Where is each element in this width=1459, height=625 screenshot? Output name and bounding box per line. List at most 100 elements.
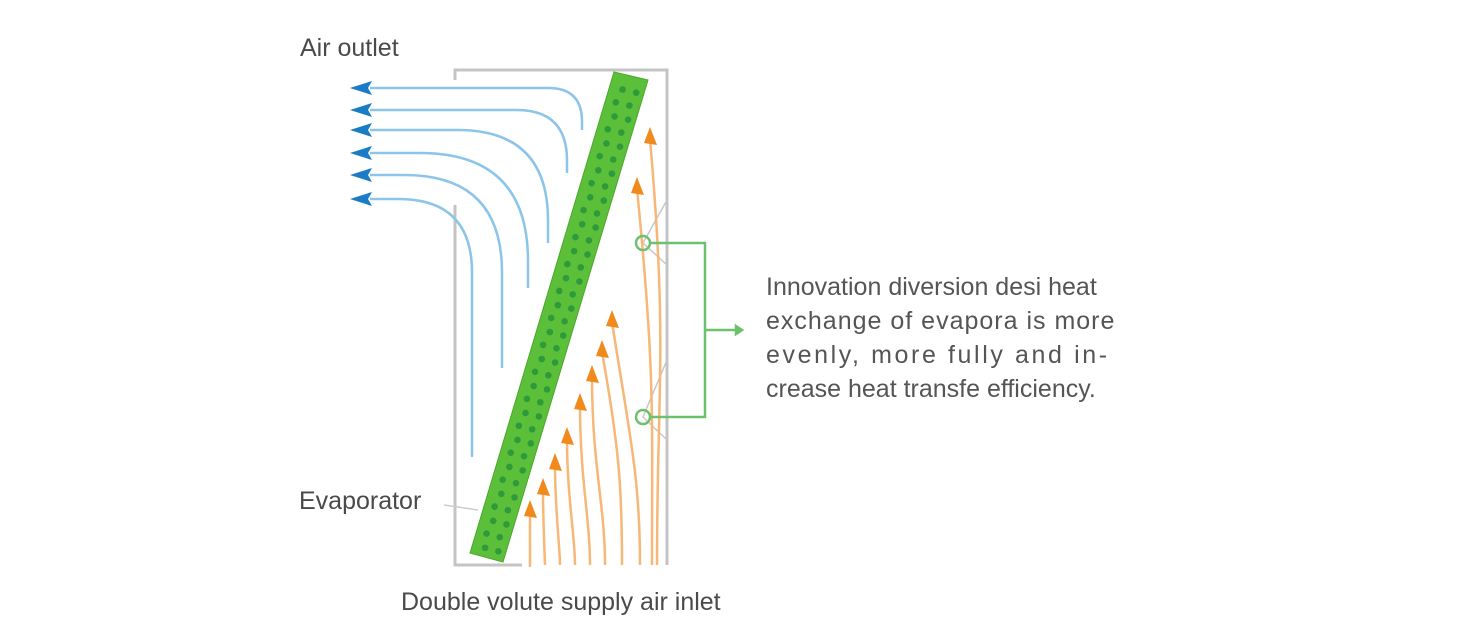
description-line: crease heat transfe efficiency. xyxy=(766,375,1096,403)
coil-dot xyxy=(584,251,591,258)
coil-dot xyxy=(545,371,552,379)
coil-dot xyxy=(538,355,546,363)
coil-dot xyxy=(572,233,579,241)
coil-dot xyxy=(504,506,512,514)
coil-dot xyxy=(596,152,603,160)
coil-dot xyxy=(588,179,595,187)
description-line: evenly, more fully and in- xyxy=(766,341,1110,369)
coil-dot xyxy=(626,102,633,109)
coil-dot xyxy=(519,467,526,474)
coil-dot xyxy=(522,409,529,417)
warm-air-flow xyxy=(524,127,662,568)
coil-dot xyxy=(555,287,563,295)
warm-air-line xyxy=(578,404,592,566)
coil-dot xyxy=(609,156,617,163)
coil-dot xyxy=(553,345,560,352)
coil-dot xyxy=(600,197,608,204)
coil-dot xyxy=(511,494,518,501)
coil-dot xyxy=(632,89,640,96)
coil-dot xyxy=(515,422,523,430)
warm-air-arrowhead xyxy=(561,427,574,445)
coil-dot xyxy=(577,264,585,271)
air-outlet-label: Air outlet xyxy=(300,34,399,62)
coil-dot xyxy=(489,517,497,525)
coil-dot xyxy=(593,210,601,217)
coil-dot xyxy=(551,359,559,366)
coil-dot xyxy=(531,368,539,376)
coil-dot xyxy=(543,386,551,393)
coil-dot xyxy=(618,129,625,136)
warm-air-line xyxy=(565,438,577,566)
description-line: Innovation diversion desi heat xyxy=(766,273,1097,301)
coil-dot xyxy=(512,479,520,487)
coil-dot xyxy=(624,116,632,123)
coil-dot xyxy=(481,544,489,552)
coil-dot xyxy=(570,247,578,255)
cool-air-line xyxy=(370,108,569,173)
coil-dot xyxy=(536,398,544,406)
cool-air-arrowhead xyxy=(350,123,372,137)
coil-dot xyxy=(491,503,498,510)
warm-air-arrowhead xyxy=(524,500,537,518)
coil-dot xyxy=(535,413,543,420)
warm-air-arrowhead xyxy=(586,365,599,383)
cool-air-line xyxy=(370,173,504,368)
coil-dot xyxy=(585,237,593,244)
cool-air-line xyxy=(370,86,584,130)
coil-dot xyxy=(554,301,562,309)
warm-air-arrowhead xyxy=(574,393,587,411)
coil-dot xyxy=(562,274,570,282)
warm-air-line xyxy=(635,188,654,566)
warm-air-line xyxy=(590,376,607,566)
coil-dot xyxy=(499,476,506,483)
cool-air-arrowhead xyxy=(350,192,372,206)
evaporator-leader-line xyxy=(443,504,479,511)
coil-dot xyxy=(619,86,626,93)
coil-dot xyxy=(616,143,624,150)
coil-dot xyxy=(601,183,609,190)
coil-dot xyxy=(528,425,536,433)
description-line: exchange of evapora is more xyxy=(766,307,1116,335)
coil-dot xyxy=(595,167,602,174)
cool-air-line xyxy=(370,151,530,288)
coil-dot xyxy=(530,382,537,390)
coil-dot xyxy=(523,395,531,403)
coil-dot xyxy=(496,533,504,541)
coil-dot xyxy=(564,260,571,268)
warm-air-line xyxy=(600,351,624,566)
coil-dot xyxy=(520,452,528,460)
description-text: Innovation diversion desi heat exchange … xyxy=(766,270,1146,406)
coil-dot xyxy=(498,490,505,498)
warm-air-arrowhead xyxy=(596,340,609,358)
warm-air-arrowhead xyxy=(549,453,562,471)
coil-dot xyxy=(514,436,521,444)
coil-dot xyxy=(568,305,575,312)
warm-air-line xyxy=(610,321,642,566)
warm-air-arrowhead xyxy=(606,310,619,328)
cool-air-arrowhead xyxy=(350,146,372,160)
coil-dot xyxy=(580,206,587,214)
coil-dot xyxy=(586,194,594,201)
warm-air-line xyxy=(541,489,547,566)
cool-air-line xyxy=(370,128,550,243)
evaporator-coil xyxy=(469,71,649,563)
air-inlet-label: Double volute supply air inlet xyxy=(401,588,721,616)
coil-dot xyxy=(561,318,568,325)
warm-air-line xyxy=(648,138,662,566)
coil-dot xyxy=(527,440,535,447)
cool-air-flow xyxy=(350,81,584,457)
coil-dot xyxy=(604,125,612,133)
coil-dot xyxy=(547,314,555,322)
coil-dot xyxy=(578,220,586,228)
housing xyxy=(453,68,669,567)
coil-dot xyxy=(539,341,547,349)
cool-air-line xyxy=(370,197,474,457)
coil-dot xyxy=(592,224,599,231)
coil-dot xyxy=(507,449,515,457)
evaporator-label: Evaporator xyxy=(299,487,422,515)
cool-air-arrowhead xyxy=(350,168,372,182)
coil-dot xyxy=(546,328,554,336)
cool-air-arrowhead xyxy=(350,81,372,95)
warm-air-arrowhead xyxy=(537,478,550,496)
coil-dot xyxy=(559,332,567,339)
